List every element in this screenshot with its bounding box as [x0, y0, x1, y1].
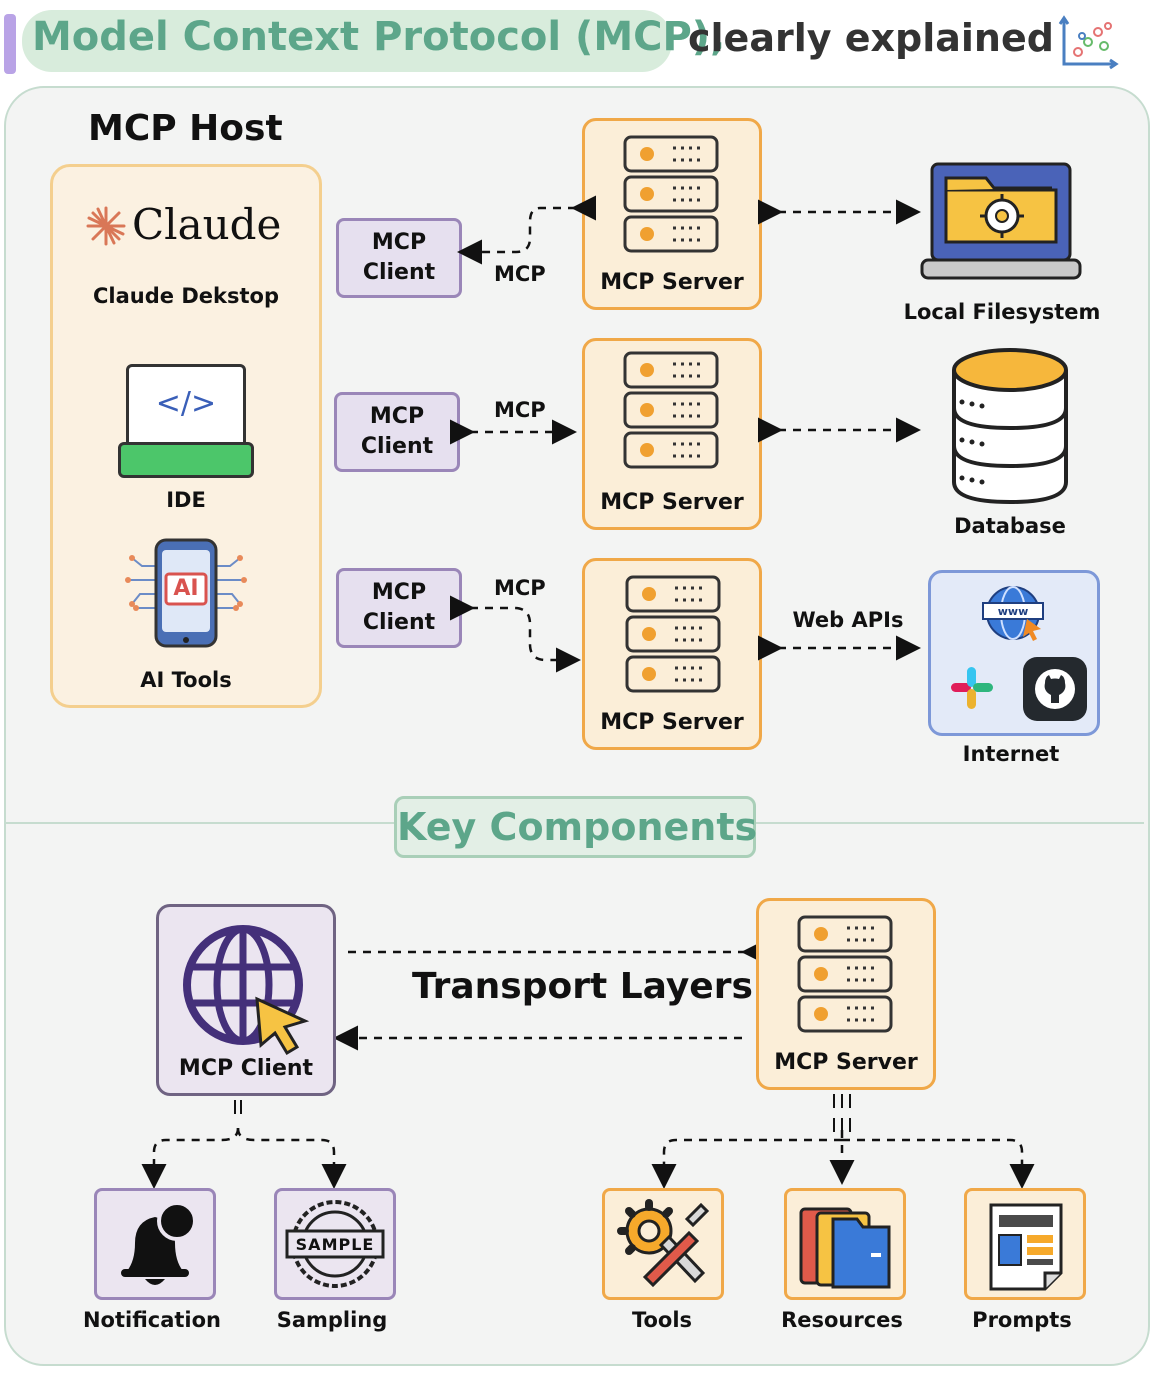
key-mcp-client: MCP Client	[156, 904, 336, 1096]
page-title: Model Context Protocol (MCP),	[32, 14, 726, 60]
transport-layers-label: Transport Layers	[412, 966, 753, 1007]
server-label: MCP Server	[600, 710, 744, 735]
ide-base	[118, 442, 254, 478]
notification-label: Notification	[82, 1308, 222, 1332]
server-rack-icon	[625, 575, 721, 693]
notification-box	[94, 1188, 216, 1300]
folders-icon	[799, 1207, 891, 1289]
key-mcp-server: MCP Server	[756, 898, 936, 1090]
www-label: www	[997, 605, 1029, 618]
prompts-label: Prompts	[972, 1308, 1072, 1332]
web-apis-label: Web APIs	[792, 608, 904, 632]
ai-tools-icon	[125, 538, 247, 648]
local-filesystem-icon	[920, 162, 1082, 280]
claude-logo: Claude	[132, 200, 282, 249]
server-rack-icon	[623, 351, 719, 469]
client-label-line1: MCP	[371, 230, 427, 255]
sampling-box: SAMPLE	[274, 1188, 396, 1300]
mcp-server-3: MCP Server	[582, 558, 762, 750]
database-icon	[952, 348, 1068, 505]
mcp-protocol-label-1: MCP	[494, 262, 546, 286]
mcp-protocol-label-2: MCP	[494, 398, 546, 422]
server-label: MCP Server	[600, 270, 744, 295]
client-label-line1: MCP	[369, 404, 425, 429]
key-client-label: MCP Client	[178, 1056, 314, 1081]
resources-label: Resources	[781, 1308, 903, 1332]
server-rack-icon	[797, 915, 893, 1033]
bell-icon	[121, 1201, 197, 1285]
mcp-client-3: MCP Client	[336, 568, 462, 648]
sampling-label: Sampling	[276, 1308, 388, 1332]
client-label-line2: Client	[362, 610, 436, 635]
ide-code-glyph: </>	[155, 386, 217, 421]
page-subtitle: clearly explained	[688, 16, 1054, 60]
tools-icon	[617, 1199, 710, 1288]
client-label-line2: Client	[362, 260, 436, 285]
chart-icon	[1058, 15, 1119, 70]
internet-label: Internet	[962, 742, 1060, 766]
key-server-label: MCP Server	[774, 1050, 918, 1075]
tools-box	[602, 1188, 724, 1300]
www-globe-icon	[982, 586, 1044, 641]
host-title: MCP Host	[88, 108, 283, 149]
github-icon	[1023, 657, 1087, 721]
internet-box: www	[928, 570, 1100, 736]
ai-badge: AI	[173, 576, 199, 601]
globe-cursor-icon	[183, 925, 310, 1056]
ai-tools-label: AI Tools	[140, 668, 232, 692]
claude-desktop-label: Claude Dekstop	[93, 284, 279, 308]
resources-box	[784, 1188, 906, 1300]
ide-label: IDE	[166, 488, 206, 512]
database-label: Database	[954, 514, 1066, 538]
key-components-title: Key Components	[394, 796, 757, 858]
slack-icon	[951, 667, 993, 709]
server-label: MCP Server	[600, 490, 744, 515]
prompts-box	[964, 1188, 1086, 1300]
sample-stamp-text: SAMPLE	[295, 1235, 375, 1254]
sample-stamp-icon	[285, 1200, 385, 1288]
client-label-line1: MCP	[371, 580, 427, 605]
server-rack-icon	[623, 135, 719, 253]
title-accent-bar	[4, 14, 16, 74]
client-label-line2: Client	[360, 434, 434, 459]
mcp-server-2: MCP Server	[582, 338, 762, 530]
tools-label: Tools	[631, 1308, 693, 1332]
title-highlight	[22, 10, 672, 72]
local-filesystem-label: Local Filesystem	[903, 300, 1101, 324]
mcp-server-1: MCP Server	[582, 118, 762, 310]
claude-star-icon	[86, 206, 126, 246]
prompts-icon	[989, 1203, 1063, 1291]
